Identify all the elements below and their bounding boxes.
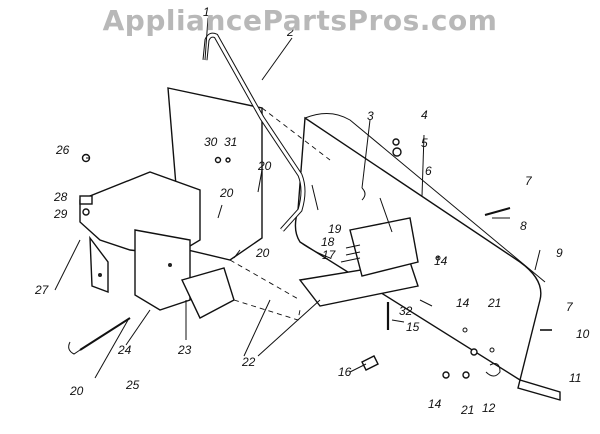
callout-7a: 7 <box>525 174 533 188</box>
callout-20b: 20 <box>219 186 234 200</box>
callout-2: 2 <box>286 25 294 39</box>
callout-1: 1 <box>203 5 210 19</box>
callout-26: 26 <box>55 143 70 157</box>
callout-31: 31 <box>224 135 237 149</box>
hardware <box>79 138 552 379</box>
leader-lines <box>54 17 541 379</box>
callout-labels: 1 2 3 4 5 6 7 8 9 7 10 11 12 14 21 14 21… <box>34 5 590 417</box>
callout-21b: 21 <box>460 403 474 417</box>
pin <box>68 317 131 355</box>
callout-21a: 21 <box>487 296 501 310</box>
callout-22: 22 <box>241 355 256 369</box>
callout-17: 17 <box>322 248 337 262</box>
callout-19: 19 <box>328 222 342 236</box>
callout-20c: 20 <box>255 246 270 260</box>
callout-10: 10 <box>576 327 590 341</box>
callout-29: 29 <box>53 207 68 221</box>
callout-14a: 14 <box>456 296 470 310</box>
callout-15: 15 <box>406 320 420 334</box>
callout-23: 23 <box>177 343 192 357</box>
callout-8: 8 <box>520 219 527 233</box>
callout-7b: 7 <box>566 300 574 314</box>
callout-11: 11 <box>569 371 581 385</box>
callout-4: 4 <box>421 108 428 122</box>
callout-27: 27 <box>34 283 50 297</box>
callout-28: 28 <box>53 190 68 204</box>
snow-blade <box>294 113 561 401</box>
watermark: AppliancePartsPros.com <box>102 4 498 37</box>
callout-30: 30 <box>204 135 218 149</box>
callout-16: 16 <box>338 365 352 379</box>
callout-6: 6 <box>425 164 432 178</box>
callout-14c: 14 <box>434 254 448 268</box>
callout-14b: 14 <box>428 397 442 411</box>
callout-5: 5 <box>421 136 428 150</box>
callout-32: 32 <box>399 304 413 318</box>
lift-handle <box>202 32 306 232</box>
hitch-frame <box>79 171 201 311</box>
callout-18: 18 <box>321 235 335 249</box>
callout-24: 24 <box>117 343 132 357</box>
callout-25: 25 <box>125 378 140 392</box>
callout-3: 3 <box>367 109 374 123</box>
callout-12: 12 <box>482 401 496 415</box>
callout-20d: 20 <box>69 384 84 398</box>
callout-20a: 20 <box>257 159 272 173</box>
callout-9: 9 <box>556 246 563 260</box>
